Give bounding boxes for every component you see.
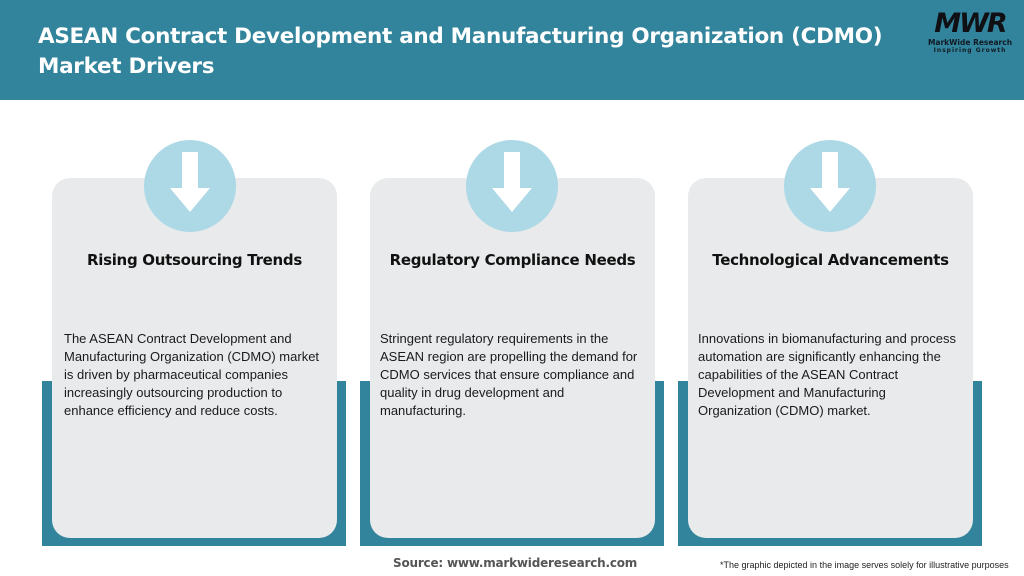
- logo-tagline: Inspiring Growth: [933, 47, 1007, 54]
- driver-card-technology: Technological Advancements Innovations i…: [688, 178, 973, 538]
- driver-card-outsourcing: Rising Outsourcing Trends The ASEAN Cont…: [52, 178, 337, 538]
- card-description: Innovations in biomanufacturing and proc…: [698, 331, 956, 418]
- disclaimer-note: *The graphic depicted in the image serve…: [720, 560, 1009, 570]
- logo-name: MarkWide Research: [927, 38, 1013, 47]
- arrow-down-icon: [784, 140, 876, 232]
- page-title: ASEAN Contract Development and Manufactu…: [38, 24, 883, 79]
- driver-card-regulatory: Regulatory Compliance Needs Stringent re…: [370, 178, 655, 538]
- card-title: Regulatory Compliance Needs: [389, 251, 636, 269]
- arrow-down-icon: [144, 140, 236, 232]
- source-citation: Source: www.markwideresearch.com: [393, 556, 638, 570]
- header-banner: ASEAN Contract Development and Manufactu…: [0, 0, 1024, 100]
- card-description: Stringent regulatory requirements in the…: [380, 331, 638, 418]
- logo-mark: MWR: [934, 8, 1007, 39]
- arrow-down-icon: [466, 140, 558, 232]
- markwide-logo: MWR MarkWide Research Inspiring Growth: [922, 10, 1018, 60]
- card-title: Rising Outsourcing Trends: [87, 251, 302, 269]
- card-title: Technological Advancements: [712, 251, 949, 269]
- card-description: The ASEAN Contract Development and Manuf…: [64, 331, 320, 418]
